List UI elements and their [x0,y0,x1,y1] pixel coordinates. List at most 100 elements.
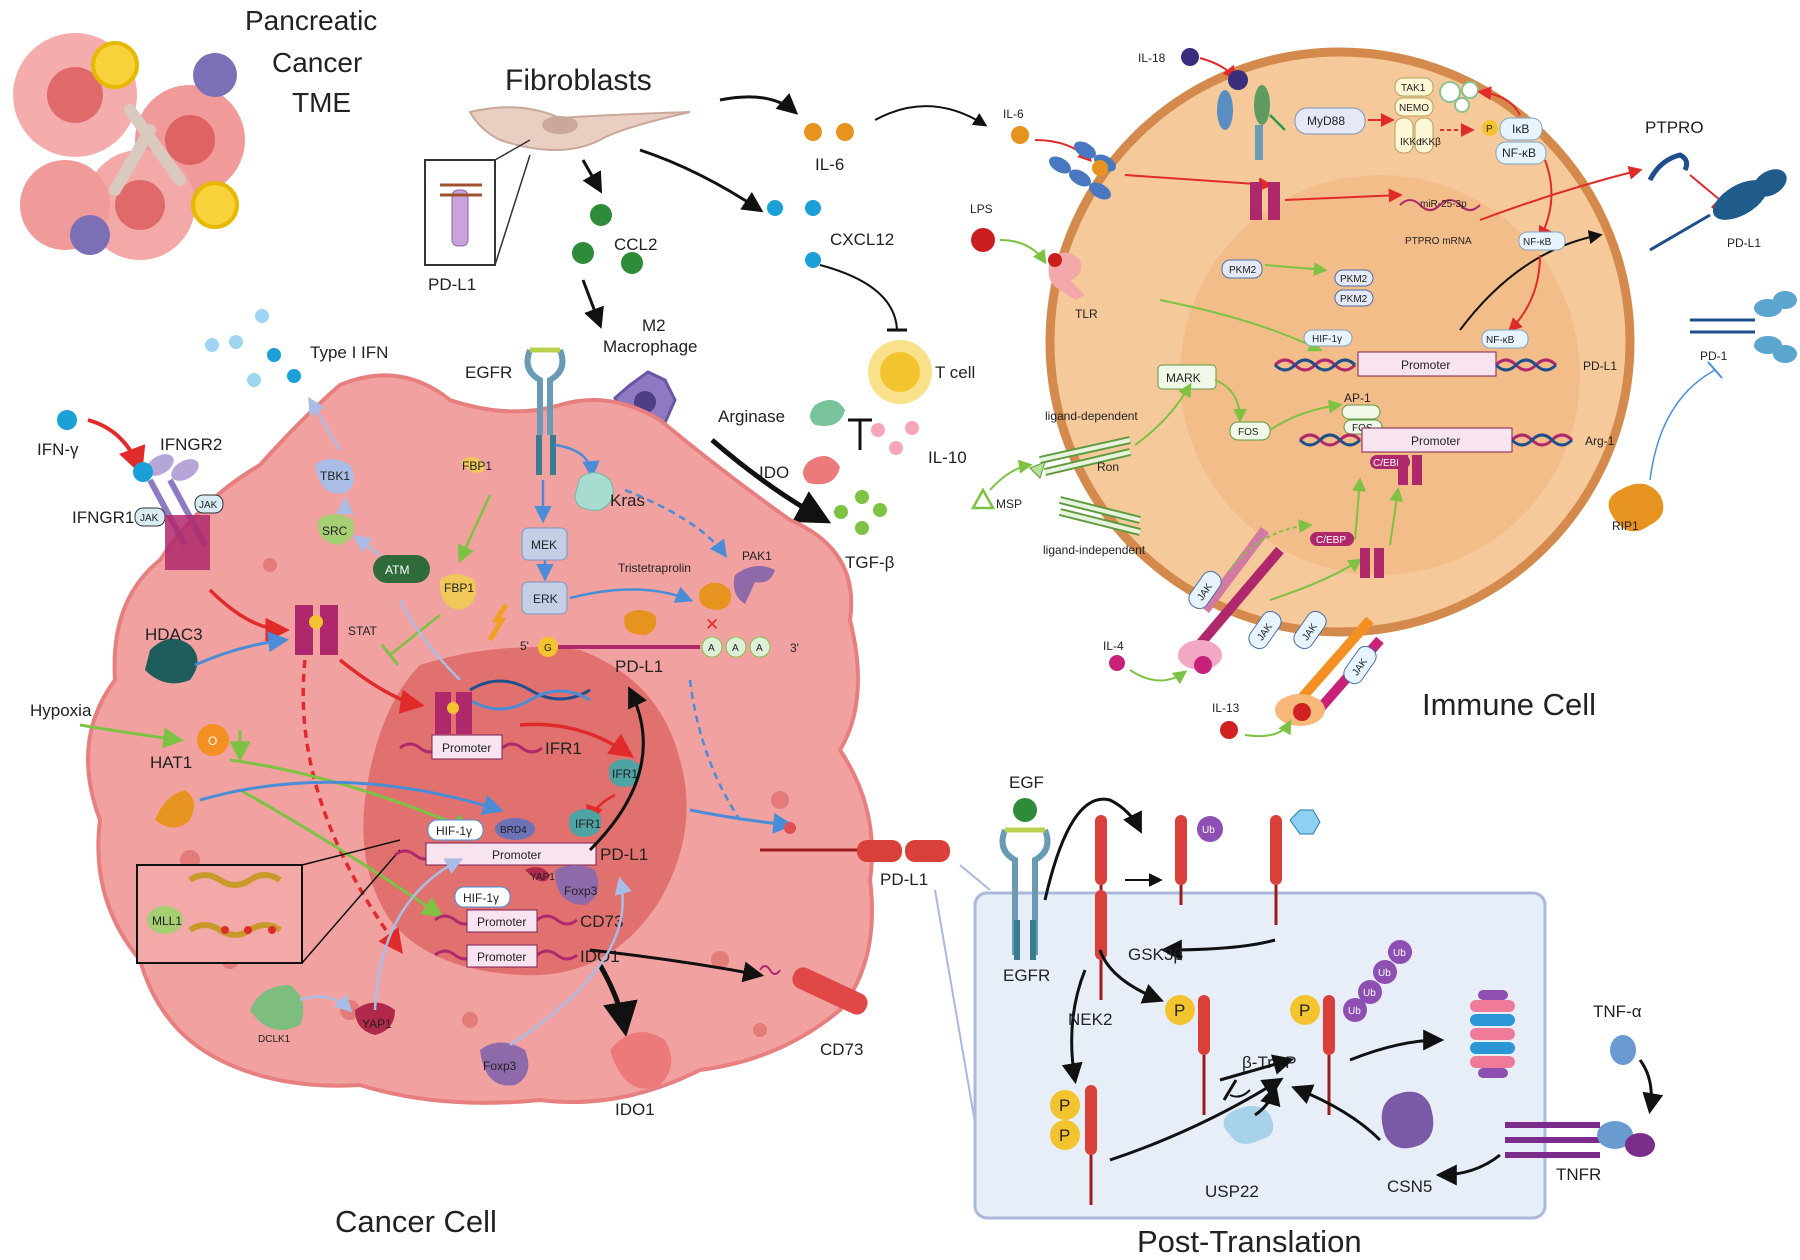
ligand-dependent-label: ligand-dependent [1045,409,1138,423]
ifr1-protein-top [609,759,641,787]
hif1y-immune-box [1303,329,1353,347]
tme-illustration [13,33,245,260]
tme-title-line1: Pancreatic [245,5,377,36]
ub-chain-3 [1358,980,1382,1004]
pdl1-inset-label: PD-L1 [428,275,476,294]
ptpro-mrna-label: PTPRO mRNA [1405,236,1472,247]
ccl2-label: CCL2 [614,235,657,254]
nfkb-nuc-label2: NF-κB [1486,335,1515,346]
p-label-gsk: P [1174,1001,1185,1020]
usp22-label: USP22 [1205,1182,1259,1201]
ub-chain-2 [1373,960,1397,984]
polya-a1 [701,636,723,658]
egfr-post-label: EGFR [1003,966,1050,985]
nfkb-nuc-label1: NF-κB [1523,237,1552,248]
hat1-label: HAT1 [150,753,192,772]
pdl1-mrna-label: PD-L1 [615,657,663,676]
yap1-cyto-label: YAP1 [362,1017,392,1031]
src-label: SRC [322,524,348,538]
degradation-x: ✕ [705,615,719,634]
ikb-phospho [1482,120,1498,136]
arg1-promoter [1361,427,1513,453]
ron-receptor-dependent [1029,436,1131,479]
tnfr-label: TNFR [1556,1165,1601,1184]
t-cell-label: T cell [935,363,975,382]
kras-label: Kras [610,491,645,510]
pdl1-immune-promoter [1357,351,1497,377]
il10-label: IL-10 [928,448,967,467]
g-cap [538,637,558,657]
ikb-box [1499,117,1543,141]
arginase-label: Arginase [718,407,785,426]
il18-receptor [1217,70,1270,160]
lps-molecule [971,228,995,252]
cd73-promoter [466,909,538,933]
ikka-box [1394,117,1414,154]
arginase-protein [810,400,845,426]
il18-molecule [1181,48,1199,66]
pdl1-promoter [425,842,597,866]
ido1-promoter [466,944,538,968]
ifn-gamma-molecule [57,410,77,430]
pdl1-glycosylated [1270,809,1321,925]
nfkb-cyto-label: NF-κB [1502,146,1536,160]
cd73-gene-label: CD73 [580,912,623,931]
jak-label-1: JAK [140,513,159,524]
ub-label-1: Ub [1202,825,1215,836]
fos-cyto-label: FOS [1238,427,1259,438]
ccl2-molecule [590,204,612,226]
stat-label: STAT [348,624,378,638]
cebp-cyto-label: C/EBP [1316,535,1346,546]
pdl1-immune-label: PD-L1 [1727,236,1761,250]
cebp-cyto-box [1310,532,1354,546]
mek-label: MEK [531,538,557,552]
tbk1-protein [315,459,354,494]
fos-cyto-box [1229,421,1271,441]
pdl1-membrane-protein [857,840,902,862]
pd1-label: PD-1 [1700,349,1728,363]
hif1y-immune-label: HIF-1γ [1312,334,1342,345]
cxcl12-molecule [767,200,783,216]
ido1-cyto-label: IDO1 [615,1100,655,1119]
polya-a3-label: A [756,643,763,654]
tak1-label: TAK1 [1401,83,1426,94]
ifr1-protein-bottom [569,809,601,837]
pkm2-nuc-label1: PKM2 [1340,274,1368,285]
hif1y-cd73-label: HIF-1γ [463,891,499,905]
myd88-label: MyD88 [1307,114,1345,128]
hif1y-box [427,819,484,841]
brd4-label: BRD4 [500,825,527,836]
ido-protein [803,456,840,485]
ligand-independent-label: ligand-independent [1043,543,1146,557]
yap1-cyto-protein [355,1002,395,1035]
immune-cell-title: Immune Cell [1422,687,1596,722]
ikb-p-label: P [1486,124,1493,135]
il4-molecule [1109,655,1125,671]
yap1-nuc-protein [525,866,550,882]
ido-label: IDO [759,463,789,482]
tnfa-label: TNF-α [1593,1002,1642,1021]
tlr-label: TLR [1075,307,1098,321]
ub-chain-label-1: Ub [1393,948,1406,959]
egfr-cancer-receptor [524,347,566,475]
p-circle-nek1 [1050,1090,1080,1120]
hdac3-label: HDAC3 [145,625,203,644]
polya-a2 [725,636,747,658]
fibroblasts-title: Fibroblasts [505,64,652,97]
ptpro-label: PTPRO [1645,118,1704,137]
polya-a1-label: A [708,643,715,654]
p-circle-gsk [1165,995,1195,1025]
nek2-label: NEK2 [1068,1010,1112,1029]
polya-a2-label: A [732,643,739,654]
three-prime-label: 3' [790,641,799,655]
foxp3-nuc-label: Foxp3 [564,884,598,898]
pdl1-ubiquitinated [1175,815,1223,905]
dclk1-protein [250,985,304,1030]
ifr1-promoter-label: Promoter [442,741,491,755]
fbp1-label-top: FBP1 [462,459,492,473]
ap1-label: AP-1 [1344,391,1371,405]
pak1-protein [733,566,775,604]
arg1-promoter-label: Promoter [1411,434,1460,448]
ptpro-receptor [1647,152,1690,182]
cxcl12-label: CXCL12 [830,230,894,249]
